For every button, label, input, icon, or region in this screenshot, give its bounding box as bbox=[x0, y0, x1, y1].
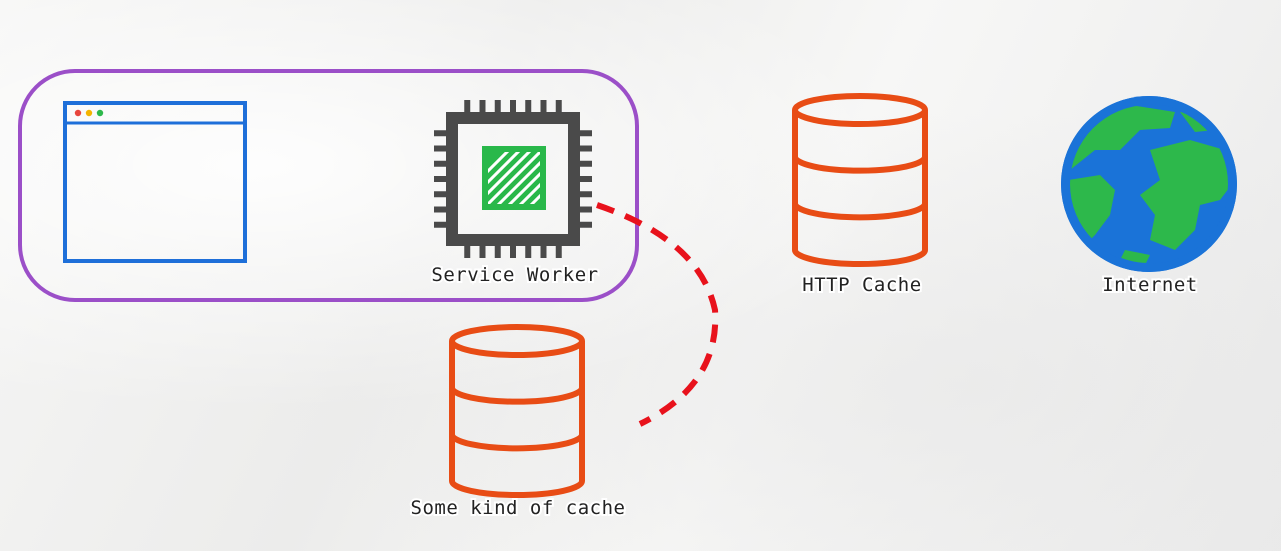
db-top bbox=[792, 93, 928, 127]
globe-land bbox=[1140, 140, 1228, 250]
browser-boundary bbox=[18, 69, 639, 302]
connector-line bbox=[596, 202, 719, 427]
http-cache-database-icon bbox=[792, 93, 928, 267]
db-ring bbox=[792, 156, 928, 174]
db-ring bbox=[449, 433, 585, 452]
minimize-dot bbox=[85, 109, 93, 117]
service-worker-label: Service Worker bbox=[431, 264, 598, 286]
db-ring bbox=[792, 202, 928, 221]
db-body bbox=[792, 110, 928, 267]
chip-core-hatch bbox=[488, 152, 540, 204]
globe-land bbox=[1070, 105, 1175, 170]
close-dot bbox=[74, 109, 82, 117]
internet-label: Internet bbox=[1102, 274, 1198, 296]
globe-icon bbox=[1061, 96, 1237, 272]
http-cache-label: HTTP Cache bbox=[802, 274, 921, 296]
db-ring bbox=[449, 387, 585, 405]
db-top bbox=[449, 324, 585, 358]
cache-label: Some kind of cache bbox=[411, 497, 626, 519]
maximize-dot bbox=[96, 109, 104, 117]
browser-window-icon bbox=[63, 101, 247, 263]
globe-rim bbox=[1061, 96, 1237, 272]
cache-database-icon bbox=[449, 324, 585, 498]
cpu-chip-icon bbox=[434, 100, 592, 258]
db-body bbox=[449, 341, 585, 498]
